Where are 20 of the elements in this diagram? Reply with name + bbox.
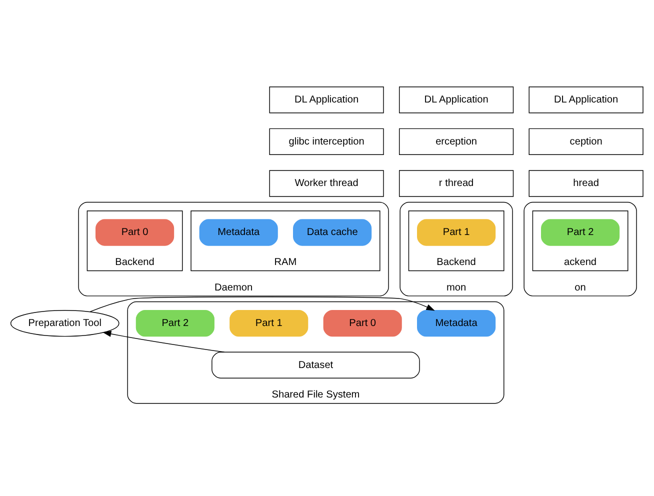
node-box: Part 1 — [230, 310, 308, 337]
node-box: DL Application — [528, 86, 644, 114]
arrow — [102, 330, 225, 352]
node-box: Part 2 — [136, 310, 214, 337]
node-box: erception — [399, 128, 514, 155]
node-box: Dataset — [212, 352, 420, 378]
node-box: hread — [528, 170, 644, 197]
node-box: DL Application — [269, 86, 384, 114]
node-box: ception — [528, 128, 644, 155]
node-box: Part 1 — [417, 219, 496, 246]
node-box: Data cache — [293, 219, 372, 246]
node-box: DL Application — [399, 86, 514, 114]
node-box: Part 0 — [323, 310, 402, 337]
node-box: Worker thread — [269, 170, 384, 197]
node-box: Part 2 — [541, 219, 620, 246]
node-box: Metadata — [199, 219, 278, 246]
node-box: Metadata — [417, 310, 496, 337]
node-box: Part 0 — [96, 219, 174, 246]
node-box: r thread — [399, 170, 514, 197]
node-box: glibc interception — [269, 128, 384, 155]
